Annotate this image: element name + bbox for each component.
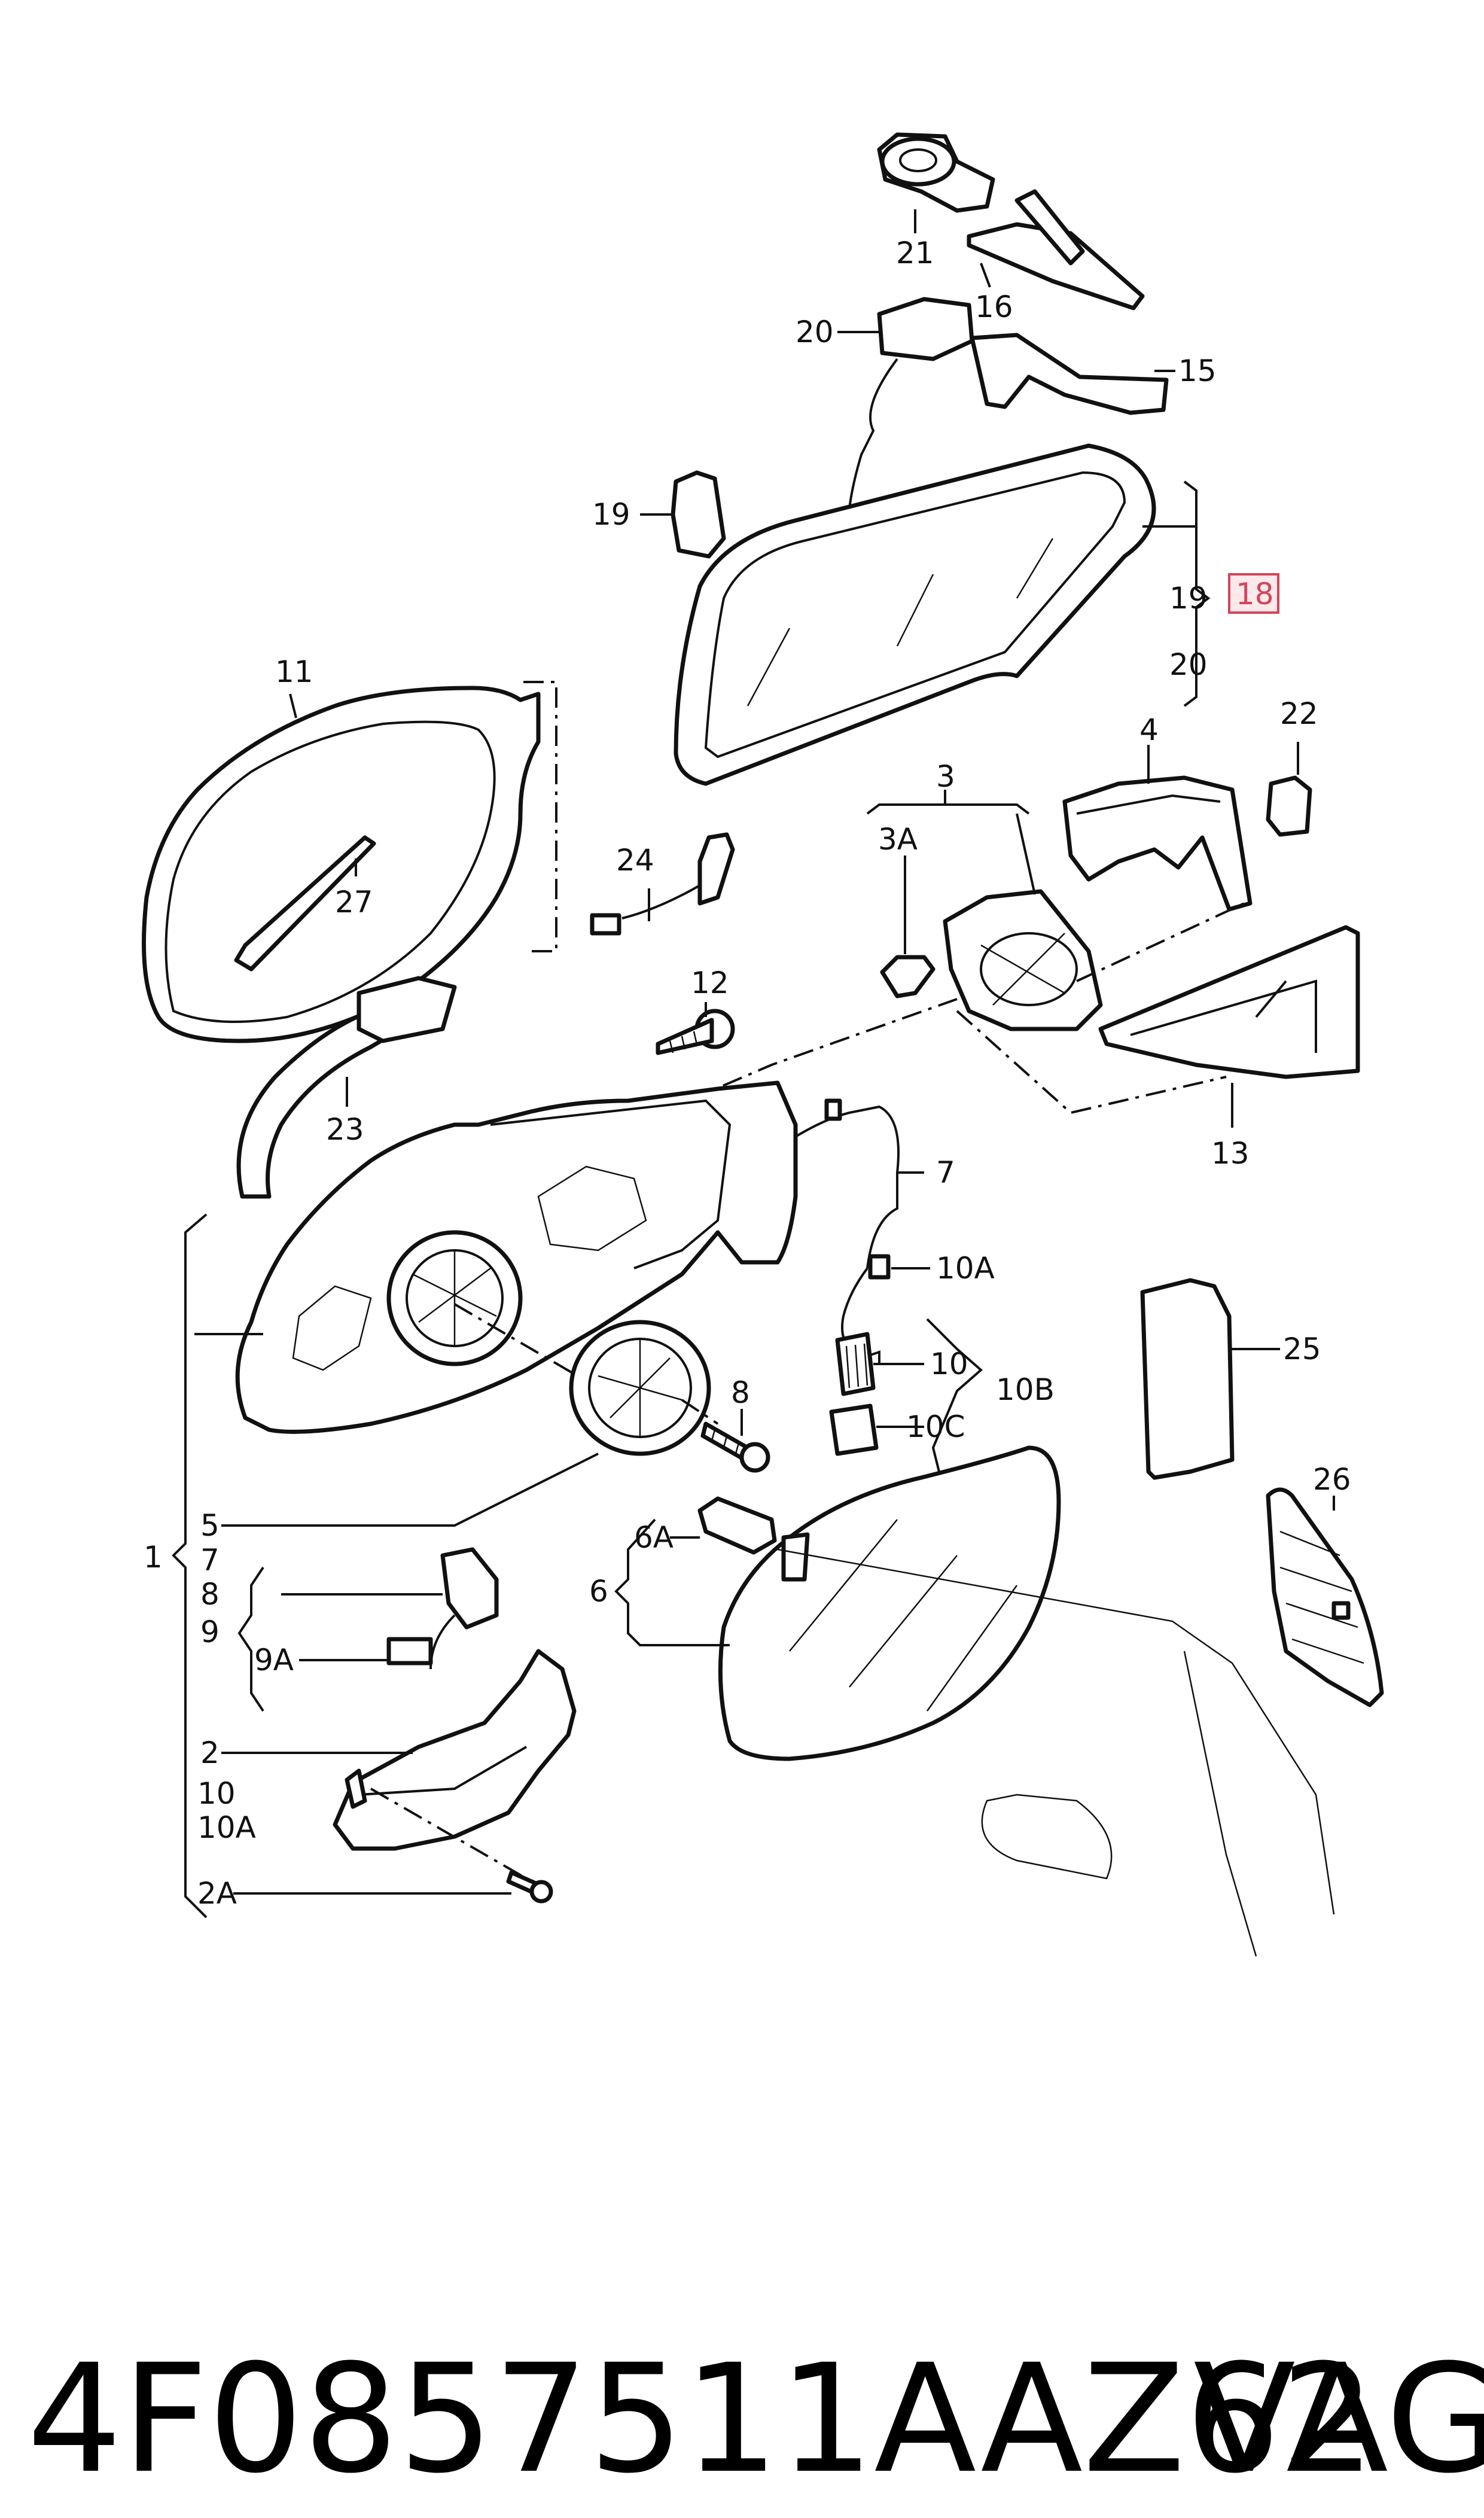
clip-3a xyxy=(880,955,936,998)
cover-4 xyxy=(1062,775,1253,912)
mirror-glass-6 xyxy=(718,1445,1061,1761)
highlight-label: 18 xyxy=(1236,577,1274,611)
mirror-housing-cap-11 xyxy=(142,686,541,1043)
callout-26: 26 xyxy=(1313,1462,1351,1497)
callout-6a: 6A xyxy=(634,1520,674,1555)
adjuster-3 xyxy=(943,889,1103,1031)
trim-25 xyxy=(1140,1278,1235,1480)
interior-mirror-18 xyxy=(674,443,1156,786)
dashline-24 xyxy=(523,681,557,952)
callout-6: 6 xyxy=(589,1574,608,1609)
callout-16: 16 xyxy=(975,290,1013,324)
callout-8-left: 8 xyxy=(200,1577,220,1612)
screw-12 xyxy=(656,1009,735,1055)
connector-6a xyxy=(697,1496,777,1555)
callout-9a: 9A xyxy=(254,1643,294,1677)
callout-19-bracket: 19 xyxy=(1169,581,1208,616)
glass-clip xyxy=(781,1532,810,1582)
callout-25: 25 xyxy=(1283,1332,1321,1366)
callout-3a: 3A xyxy=(878,822,918,857)
wire-8-9 xyxy=(386,1547,499,1670)
trim-23 xyxy=(236,976,457,1199)
callout-5: 5 xyxy=(200,1508,220,1543)
callout-12: 12 xyxy=(691,966,729,1000)
leader-lines xyxy=(194,209,1335,1895)
callout-20-bracket: 20 xyxy=(1169,647,1208,682)
wire-clip-19 xyxy=(671,470,726,559)
dashline-trim xyxy=(956,1010,1227,1115)
highlight-callout-18[interactable]: 18 xyxy=(1228,573,1279,614)
callout-7: 7 xyxy=(936,1155,955,1190)
callout-27: 27 xyxy=(335,885,373,919)
dashline-motor xyxy=(453,1303,599,1389)
mirror-base-16 xyxy=(967,189,1145,310)
mirror-base-body xyxy=(235,1080,798,1434)
callout-10a-left: 10A xyxy=(197,1810,256,1845)
screw-2a xyxy=(506,1870,553,1904)
callout-7-left: 7 xyxy=(200,1543,220,1578)
callout-20: 20 xyxy=(796,315,834,349)
callout-21: 21 xyxy=(896,236,934,270)
part-number: 4F0857511AAZ62 xyxy=(27,2332,1376,2506)
callout-13: 13 xyxy=(1211,1136,1250,1171)
lower-cover-2 xyxy=(333,1649,577,1851)
wire-24 xyxy=(590,832,735,936)
connector-22 xyxy=(1266,775,1312,837)
callout-10c: 10C xyxy=(906,1409,965,1444)
callout-10b: 10B xyxy=(996,1372,1055,1407)
callout-10-left: 10 xyxy=(197,1776,236,1811)
callout-11: 11 xyxy=(275,654,313,689)
triangle-trim-13 xyxy=(1098,925,1360,1079)
callout-8: 8 xyxy=(731,1375,750,1410)
callout-9: 9 xyxy=(200,1615,220,1649)
callout-19: 19 xyxy=(592,497,630,532)
callout-23: 23 xyxy=(326,1112,364,1147)
callout-3: 3 xyxy=(936,759,955,794)
connector-10c xyxy=(829,1403,879,1456)
rain-light-sensor-21 xyxy=(877,132,995,213)
seal-26 xyxy=(1266,1487,1384,1707)
callout-10: 10 xyxy=(930,1347,968,1381)
callout-15: 15 xyxy=(1178,354,1217,388)
mirror-cover-15 xyxy=(970,333,1169,415)
callout-2: 2 xyxy=(200,1735,220,1770)
connector-10 xyxy=(835,1332,876,1396)
callout-labels: 21 16 15 20 19 19 20 11 27 24 4 22 3 3A … xyxy=(144,236,1351,1911)
screw-8 xyxy=(700,1421,770,1473)
callout-4: 4 xyxy=(1139,713,1159,747)
adjust-motor-5 xyxy=(569,1320,711,1456)
callout-22: 22 xyxy=(1280,696,1318,731)
dashline-cover xyxy=(1076,902,1245,982)
callout-24: 24 xyxy=(616,843,654,878)
wiring-harness-7 xyxy=(794,1098,900,1364)
brand: VAG xyxy=(1193,2332,1484,2506)
car-door-outline xyxy=(777,1548,1335,1957)
callout-2a: 2A xyxy=(197,1876,237,1911)
bracket-3 xyxy=(866,803,1030,815)
callout-1: 1 xyxy=(144,1540,163,1575)
callout-10a: 10A xyxy=(936,1251,995,1286)
bracket-18 xyxy=(1183,480,1211,707)
